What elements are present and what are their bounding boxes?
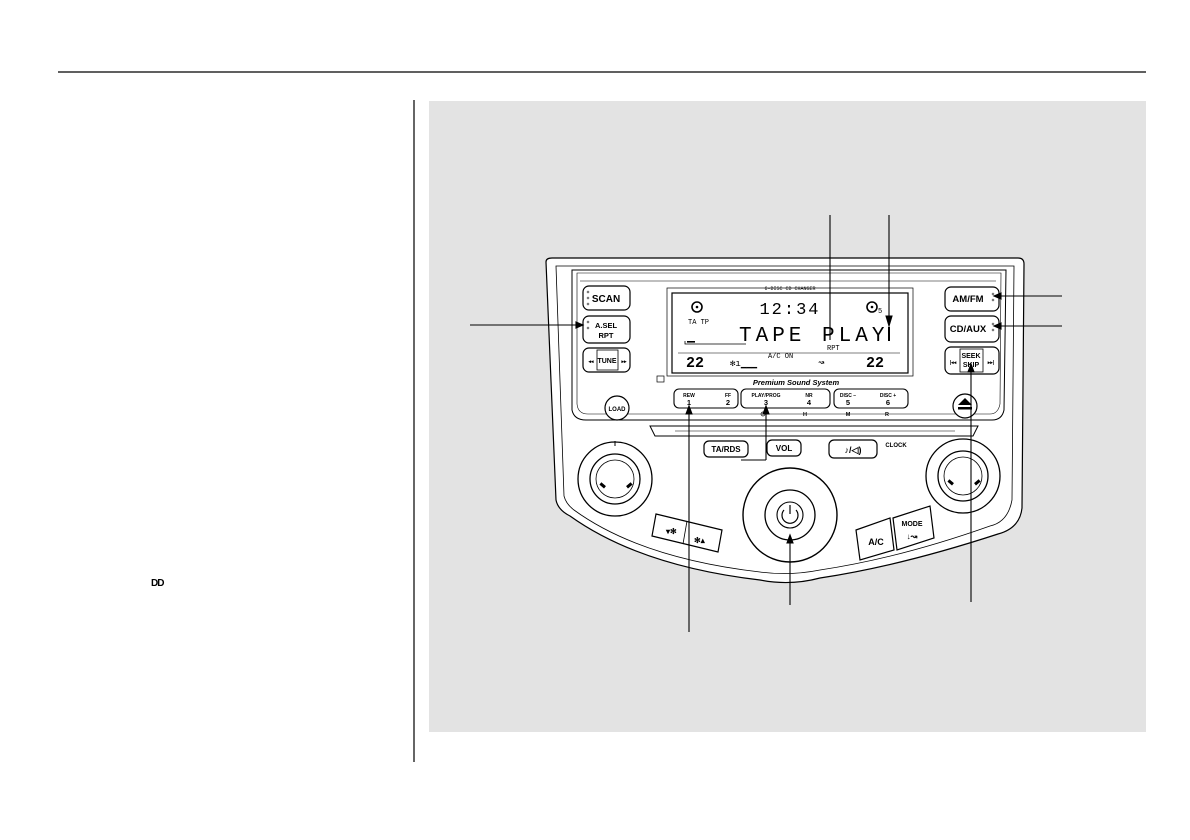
svg-text:TUNE: TUNE: [597, 358, 616, 365]
display-header: 6-DISC CD CHANGER: [764, 286, 815, 292]
svg-text:▸▸|: ▸▸|: [987, 360, 995, 366]
mode-button[interactable]: MODE ↓↝: [892, 505, 935, 551]
rpt-indicator: RPT: [827, 345, 840, 353]
am-fm-button[interactable]: AM/FM: [944, 286, 1000, 312]
svg-text:6: 6: [886, 398, 890, 407]
left-temp-knob[interactable]: [577, 441, 653, 517]
svg-text:DISC +: DISC +: [880, 393, 896, 399]
vol-button[interactable]: VOL: [766, 439, 802, 457]
svg-text:5: 5: [846, 398, 850, 407]
svg-text:|◂◂: |◂◂: [950, 360, 957, 366]
tune-button[interactable]: ◂◂ TUNE ▸▸: [582, 347, 631, 373]
main-display-text: TAPE PLAY: [739, 325, 888, 348]
brand-label: Premium Sound System: [753, 378, 840, 387]
svg-text:↓↝: ↓↝: [907, 532, 918, 541]
lcd-display: [671, 292, 909, 374]
cd-slot: [649, 425, 979, 437]
svg-text:FF: FF: [725, 393, 731, 399]
svg-text:✻▴: ✻▴: [694, 536, 706, 545]
power-volume-knob[interactable]: [742, 467, 838, 563]
temp-right: 22: [866, 355, 884, 372]
preset-rew-ff[interactable]: REW 1 FF 2: [673, 388, 739, 409]
clock-key-h: H: [803, 412, 807, 418]
temp-left: 22: [686, 355, 704, 372]
led-dots-left: [586, 290, 590, 330]
svg-text:◂◂: ◂◂: [587, 359, 594, 365]
clock-label: CLOCK: [885, 443, 907, 449]
svg-text:A/C: A/C: [868, 537, 884, 547]
ta-tp-indicator: TA TP: [688, 319, 709, 327]
svg-text:3: 3: [764, 398, 768, 407]
asel-rpt-button[interactable]: A.SEL RPT: [582, 315, 631, 344]
disc-right-icon: [866, 301, 878, 313]
dolby-mark: [656, 375, 665, 383]
clock-key-m: M: [846, 412, 851, 418]
svg-text:SCAN: SCAN: [592, 294, 620, 305]
right-temp-knob[interactable]: [925, 438, 1001, 514]
disc-right-number: 5: [878, 308, 882, 316]
dolby-glyph: DD: [151, 578, 164, 589]
clock-key-r: R: [885, 412, 889, 418]
load-button[interactable]: LOAD: [604, 395, 630, 421]
cd-aux-button[interactable]: CD/AUX: [944, 315, 1000, 343]
fan-level-icon: ✻ı▁▁▁: [730, 359, 758, 369]
svg-text:DISC −: DISC −: [840, 393, 856, 399]
eject-button[interactable]: [952, 393, 978, 419]
svg-text:TA/RDS: TA/RDS: [711, 445, 741, 454]
svg-text:♪/◁): ♪/◁): [845, 445, 862, 455]
svg-text:SEEK: SEEK: [961, 353, 980, 360]
tone-button[interactable]: ♪/◁): [828, 439, 878, 459]
callout-leaders: [470, 215, 1062, 632]
svg-text:1: 1: [687, 398, 691, 407]
fan-speed-button[interactable]: ▾✻ ✻▴: [651, 513, 723, 553]
svg-text:VOL: VOL: [776, 444, 793, 453]
svg-text:4: 4: [807, 398, 812, 407]
preset-disc[interactable]: DISC − 5 DISC + 6: [833, 388, 909, 409]
svg-text:CD/AUX: CD/AUX: [950, 324, 987, 335]
svg-text:NR: NR: [805, 393, 813, 399]
svg-text:▸▸: ▸▸: [620, 359, 627, 365]
ac-on-indicator: A/C ON: [768, 353, 793, 361]
airflow-icon: ↝: [818, 358, 825, 370]
preset-play-nr[interactable]: PLAY/PROG 3 NR 4: [740, 388, 831, 409]
clock-readout: 12:34: [759, 301, 820, 320]
ac-button[interactable]: A/C: [855, 517, 895, 561]
scan-button[interactable]: SCAN: [582, 285, 631, 311]
svg-text:▾✻: ▾✻: [665, 527, 677, 536]
svg-text:AM/FM: AM/FM: [952, 294, 983, 305]
svg-text:MODE: MODE: [902, 521, 923, 528]
radio-unit: 6-DISC CD CHANGER 12:34 5 TA TP TAPE PLA…: [545, 257, 1025, 584]
svg-text:2: 2: [726, 398, 730, 407]
svg-text:RPT: RPT: [599, 331, 614, 340]
svg-text:LOAD: LOAD: [609, 407, 627, 413]
svg-text:REW: REW: [683, 393, 695, 399]
svg-text:PLAY/PROG: PLAY/PROG: [752, 393, 781, 399]
svg-text:A.SEL: A.SEL: [595, 321, 618, 330]
disc-left-icon: [691, 301, 703, 313]
ta-rds-button[interactable]: TA/RDS: [703, 440, 749, 458]
cursor-mark: [888, 327, 890, 341]
